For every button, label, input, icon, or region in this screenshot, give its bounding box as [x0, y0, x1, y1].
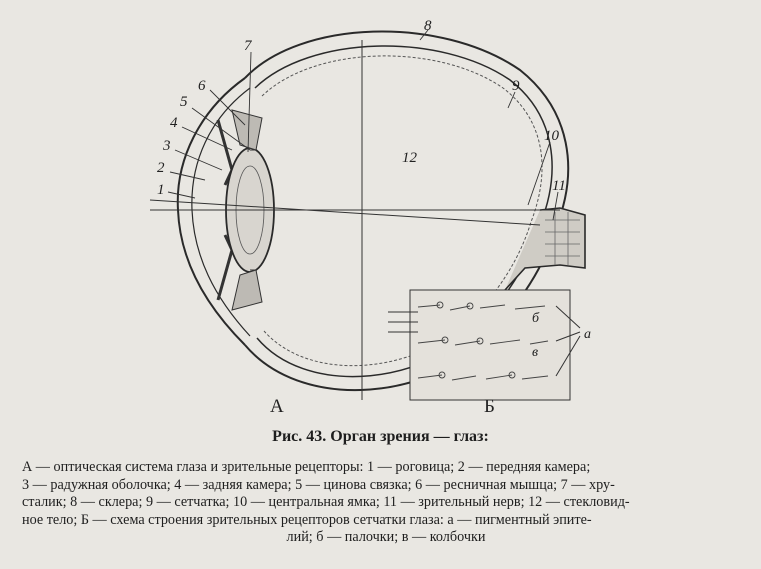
- caption-line: лий; б — палочки; в — колбочки: [286, 529, 486, 546]
- ciliary-lower: [231, 269, 263, 311]
- inset-label-v: в: [532, 345, 538, 360]
- caption-line: А — оптическая система глаза и зрительны…: [22, 459, 591, 475]
- inset-a-leader1: [555, 305, 581, 329]
- retina: [261, 55, 543, 367]
- label-4: 4: [170, 115, 178, 131]
- inset-a-leader3: [555, 335, 581, 377]
- label-1: 1: [157, 182, 165, 198]
- label-5: 5: [180, 94, 188, 110]
- label-3: 3: [162, 138, 171, 154]
- caption-line: сталик; 8 — склера; 9 — сетчатка; 10 — ц…: [22, 494, 630, 511]
- panel-a-label: А: [270, 396, 284, 417]
- label-6: 6: [198, 78, 206, 94]
- receptor-rows: [417, 301, 549, 381]
- figure-caption: А — оптическая система глаза и зрительны…: [22, 459, 750, 547]
- optic-nerve: [504, 207, 586, 291]
- panel-b-label: Б: [484, 396, 495, 417]
- receptor-inset: [409, 289, 571, 401]
- caption-line: ное тело; Б — схема строения зрительных …: [22, 511, 592, 528]
- label-12: 12: [402, 150, 418, 166]
- label-9: 9: [512, 78, 520, 94]
- optic-nerve-hatch: [545, 212, 580, 265]
- visual-axis: [149, 199, 541, 226]
- leader-lines: [167, 29, 559, 221]
- inset-label-a: а: [584, 327, 591, 342]
- inset-a-leader2: [555, 331, 581, 342]
- label-8: 8: [424, 18, 432, 34]
- eye-diagram: 1 2 3 4 5 6 7 8 9 10 11 12 А Б б в а: [149, 18, 591, 417]
- inset-label-b: б: [532, 311, 540, 326]
- figure-title: Рис. 43. Орган зрения — глаз:: [272, 428, 489, 445]
- label-7: 7: [244, 38, 253, 54]
- inset-arrows: [388, 311, 418, 333]
- label-2: 2: [157, 160, 165, 176]
- label-11: 11: [552, 178, 566, 194]
- label-10: 10: [544, 128, 560, 144]
- caption-line: 3 — радужная оболочка; 4 — задняя камера…: [22, 476, 615, 493]
